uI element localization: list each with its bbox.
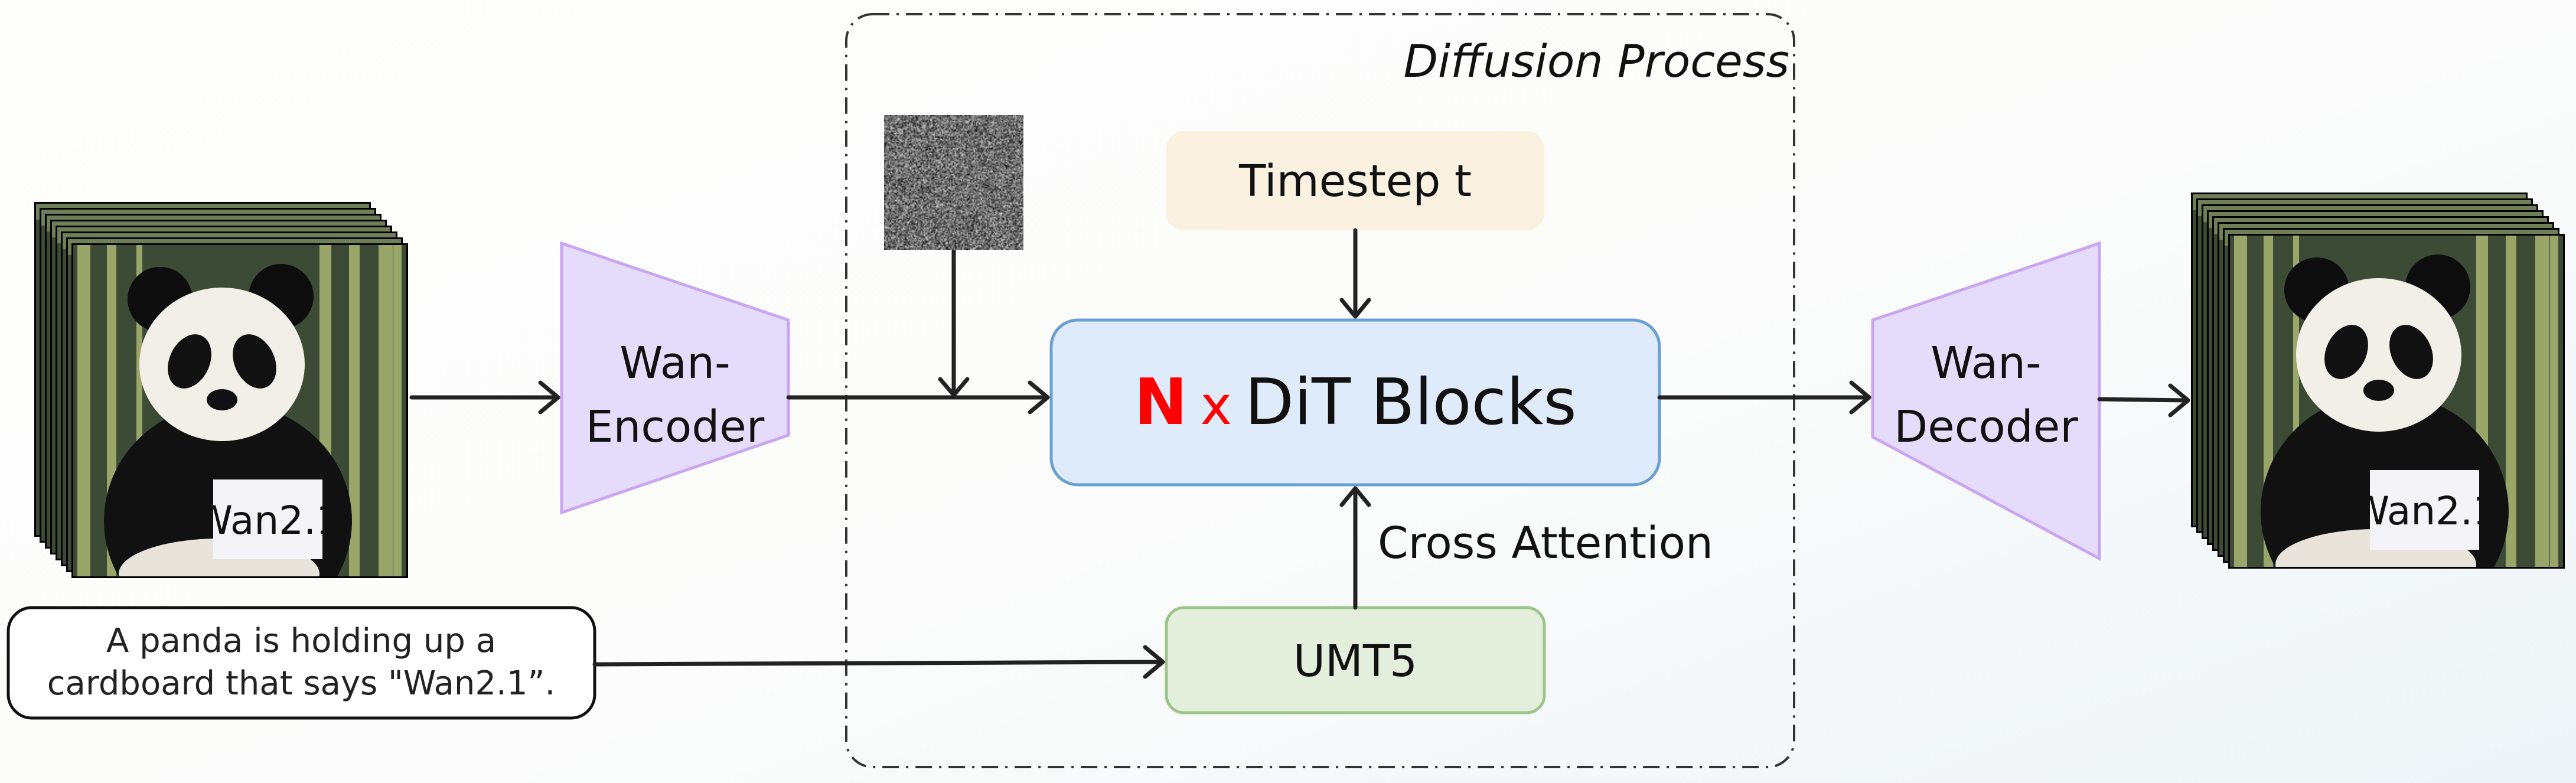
diffusion-process-label: Diffusion Process — [1404, 35, 1790, 87]
bamboo-stalk — [2535, 234, 2549, 569]
arrow-timestep-to-dit — [1342, 230, 1369, 317]
umt5-label: UMT5 — [1293, 636, 1417, 687]
text-prompt-box: A panda is holding up a cardboard that s… — [8, 608, 595, 718]
arrow-encoder-to-dit — [788, 383, 1048, 412]
prompt-line2: cardboard that says "Wan2.1”. — [47, 664, 556, 703]
timestep-box: Timestep t — [1166, 131, 1544, 230]
arrow-dit-to-decoder — [1659, 383, 1869, 412]
arrow-decoder-to-output — [2099, 386, 2188, 415]
sign-text: Wan2.1 — [194, 498, 341, 543]
decoder-label-line2: Decoder — [1894, 402, 2078, 452]
arrow-noise-to-stream — [940, 250, 967, 395]
output-video-frames: Wan2.1 — [2191, 193, 2565, 629]
encoder-label-line2: Encoder — [586, 402, 765, 452]
arrow-prompt-to-umt5 — [595, 647, 1163, 677]
timestep-label: Timestep t — [1238, 156, 1472, 207]
encoder-label-line1: Wan- — [619, 338, 730, 389]
bamboo-stalk — [379, 243, 393, 578]
panda-nose — [207, 389, 237, 410]
gaussian-noise-latent — [884, 115, 1023, 250]
dit-blocks-box: NxDiT Blocks — [1051, 320, 1659, 485]
bamboo-stalk — [393, 243, 402, 578]
panda-head — [2296, 278, 2461, 432]
dit-n: N — [1134, 366, 1187, 439]
bamboo-stalk — [2550, 234, 2558, 569]
dit-blocks-text: DiT Blocks — [1245, 366, 1577, 439]
video-frame: Wan2.1 — [2228, 234, 2565, 629]
prompt-line1: A panda is holding up a — [106, 622, 496, 660]
bamboo-stalk — [77, 243, 90, 578]
decoder-label-line1: Wan- — [1931, 338, 2041, 389]
decoder-trapezoid — [1873, 243, 2099, 559]
cross-attention-label: Cross Attention — [1378, 518, 1713, 569]
sign-text: Wan2.1 — [2351, 488, 2497, 534]
wan-decoder: Wan- Decoder — [1873, 243, 2099, 559]
input-video-frames: Wan2.1 — [34, 202, 408, 639]
dit-label: NxDiT Blocks — [1134, 366, 1577, 439]
panda-nose — [2363, 380, 2394, 401]
arrow-umt5-to-dit — [1342, 488, 1369, 608]
umt5-box: UMT5 — [1166, 608, 1544, 713]
video-frame: Wan2.1 — [71, 243, 408, 639]
wan-encoder: Wan- Encoder — [562, 243, 788, 513]
dit-times: x — [1201, 375, 1232, 437]
arrow-input-to-encoder — [412, 383, 558, 412]
bamboo-stalk — [2234, 234, 2247, 569]
panda-head — [139, 288, 305, 441]
